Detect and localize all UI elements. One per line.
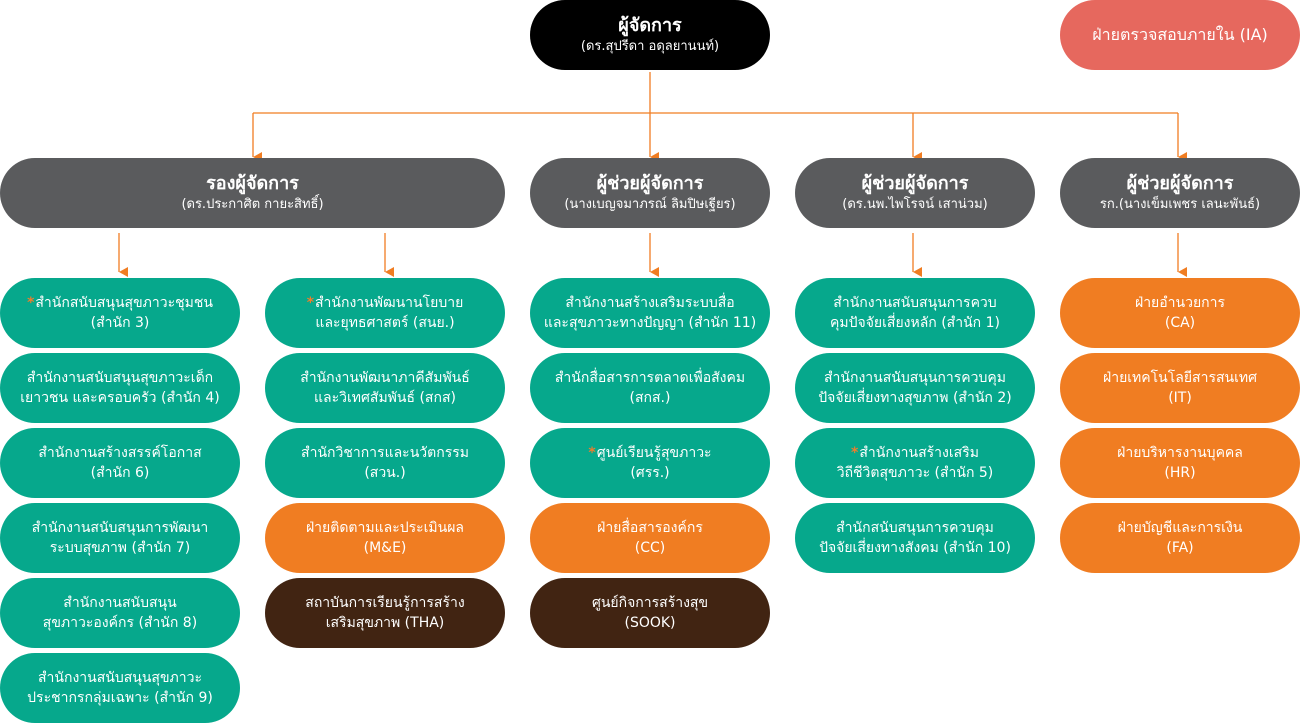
unit-label-line1: สำนักงานสนับสนุนสุขภาวะเด็ก — [26, 370, 214, 386]
assistant-manager-2-name: (ดร.นพ.ไพโรจน์ เสาน่วม) — [842, 197, 988, 212]
unit-col1-2[interactable]: สำนักงานสนับสนุนสุขภาวะเด็ก เยาวชน และคร… — [0, 353, 240, 423]
unit-label-line2: (ศรร.) — [630, 465, 670, 481]
unit-label-line1: ฝ่ายอำนวยการ — [1134, 295, 1226, 311]
unit-label-line2: วิถีชีวิตสุขภาวะ (สำนัก 5) — [836, 465, 994, 481]
unit-label-line2: และยุทธศาสตร์ (สนย.) — [315, 315, 455, 331]
unit-label-line2: ปัจจัยเสี่ยงทางสังคม (สำนัก 10) — [819, 540, 1011, 556]
unit-label-line2: (สกส.) — [629, 390, 671, 406]
unit-col3-1[interactable]: สำนักงานสร้างเสริมระบบสื่อ และสุขภาวะทาง… — [530, 278, 770, 348]
unit-col2-5[interactable]: สถาบันการเรียนรู้การสร้าง เสริมสุขภาพ (T… — [265, 578, 505, 648]
unit-col2-1[interactable]: *สำนักงานพัฒนานโยบาย และยุทธศาสตร์ (สนย.… — [265, 278, 505, 348]
unit-col5-2[interactable]: ฝ่ายเทคโนโลยีสารสนเทศ (IT) — [1060, 353, 1300, 423]
unit-label-line1: สำนักงานพัฒนานโยบาย — [315, 295, 464, 311]
unit-label-line2: (สำนัก 3) — [90, 315, 150, 331]
unit-col1-6[interactable]: สำนักงานสนับสนุนสุขภาวะ ประชากรกลุ่มเฉพา… — [0, 653, 240, 723]
unit-label-line1: สำนักสื่อสารการตลาดเพื่อสังคม — [554, 370, 746, 386]
assistant-manager-3-title: ผู้ช่วยผู้จัดการ — [1126, 173, 1234, 194]
assistant-manager-1-name: (นางเบญจมาภรณ์ ลิมปิษเฐียร) — [564, 197, 736, 212]
unit-label-line1: สำนักวิชาการและนวัตกรรม — [301, 445, 469, 461]
unit-label-line2: (สวน.) — [364, 465, 406, 481]
unit-col3-4[interactable]: ฝ่ายสื่อสารองค์กร (CC) — [530, 503, 770, 573]
unit-label-line1: สำนักงานสนับสนุนการพัฒนา — [31, 520, 209, 536]
unit-label-line1: สำนักงานสนับสนุนการควบ — [833, 295, 997, 311]
unit-label-line2: (SOOK) — [624, 615, 676, 631]
unit-label-line2: ระบบสุขภาพ (สำนัก 7) — [49, 540, 191, 556]
assistant-manager-1-title: ผู้ช่วยผู้จัดการ — [596, 173, 704, 194]
unit-col4-2[interactable]: สำนักงานสนับสนุนการควบคุม ปัจจัยเสี่ยงทา… — [795, 353, 1035, 423]
unit-label-line2: สุขภาวะองค์กร (สำนัก 8) — [42, 615, 198, 631]
manager-box[interactable]: ผู้จัดการ (ดร.สุปรีดา อดุลยานนท์) — [530, 0, 770, 70]
unit-label-line2: (สำนัก 6) — [90, 465, 150, 481]
unit-label-line1: ฝ่ายบริหารงานบุคคล — [1117, 445, 1243, 461]
unit-label-line1: สำนักงานสนับสนุนการควบคุม — [824, 370, 1006, 386]
unit-col5-1[interactable]: ฝ่ายอำนวยการ (CA) — [1060, 278, 1300, 348]
unit-col1-1[interactable]: *สำนักสนับสนุนสุขภาวะชุมชน (สำนัก 3) — [0, 278, 240, 348]
unit-label-line2: (FA) — [1166, 540, 1194, 556]
unit-col5-4[interactable]: ฝ่ายบัญชีและการเงิน (FA) — [1060, 503, 1300, 573]
priority-star-icon: * — [851, 445, 859, 461]
internal-audit-label: ฝ่ายตรวจสอบภายใน (IA) — [1092, 25, 1268, 44]
unit-label-line2: (CA) — [1164, 315, 1196, 331]
unit-col4-1[interactable]: สำนักงานสนับสนุนการควบ คุมปัจจัยเสี่ยงหล… — [795, 278, 1035, 348]
unit-label-line2: (M&E) — [363, 540, 407, 556]
unit-label-line1: ฝ่ายสื่อสารองค์กร — [597, 520, 703, 536]
unit-label-line1: สำนักงานสนับสนุนสุขภาวะ — [38, 670, 202, 686]
internal-audit-box[interactable]: ฝ่ายตรวจสอบภายใน (IA) — [1060, 0, 1300, 70]
unit-label-line2: คุมปัจจัยเสี่ยงหลัก (สำนัก 1) — [830, 315, 1000, 331]
unit-label-line1: สถาบันการเรียนรู้การสร้าง — [305, 595, 465, 611]
deputy-manager-name: (ดร.ประกาศิต กายะสิทธิ์) — [181, 197, 324, 212]
unit-label-line1: สำนักงานพัฒนาภาคีสัมพันธ์ — [300, 370, 470, 386]
unit-label-line1: ฝ่ายบัญชีและการเงิน — [1117, 520, 1243, 536]
unit-col4-3[interactable]: *สำนักงานสร้างเสริม วิถีชีวิตสุขภาวะ (สำ… — [795, 428, 1035, 498]
deputy-manager-title: รองผู้จัดการ — [206, 173, 299, 194]
unit-label-line1: สำนักสนับสนุนสุขภาวะชุมชน — [35, 295, 213, 311]
unit-col1-3[interactable]: สำนักงานสร้างสรรค์โอกาส (สำนัก 6) — [0, 428, 240, 498]
unit-label-line2: และวิเทศสัมพันธ์ (สกส) — [314, 390, 456, 406]
unit-label-line1: สำนักงานสร้างเสริม — [859, 445, 979, 461]
unit-label-line1: ศูนย์กิจการสร้างสุข — [591, 595, 709, 611]
unit-col2-2[interactable]: สำนักงานพัฒนาภาคีสัมพันธ์ และวิเทศสัมพัน… — [265, 353, 505, 423]
unit-label-line2: (HR) — [1164, 465, 1196, 481]
unit-label-line2: (IT) — [1168, 390, 1192, 406]
priority-star-icon: * — [27, 295, 35, 311]
unit-col1-5[interactable]: สำนักงานสนับสนุน สุขภาวะองค์กร (สำนัก 8) — [0, 578, 240, 648]
unit-label-line2: เยาวชน และครอบครัว (สำนัก 4) — [20, 390, 220, 406]
unit-label-line1: ศูนย์เรียนรู้สุขภาวะ — [596, 445, 712, 461]
unit-label-line2: (CC) — [634, 540, 666, 556]
unit-label-line1: สำนักสนับสนุนการควบคุม — [836, 520, 994, 536]
unit-col4-4[interactable]: สำนักสนับสนุนการควบคุม ปัจจัยเสี่ยงทางสั… — [795, 503, 1035, 573]
deputy-manager-box[interactable]: รองผู้จัดการ (ดร.ประกาศิต กายะสิทธิ์) — [0, 158, 505, 228]
unit-label-line1: สำนักงานสร้างเสริมระบบสื่อ — [565, 295, 735, 311]
unit-label-line1: ฝ่ายติดตามและประเมินผล — [305, 520, 465, 536]
unit-label-line2: ปัจจัยเสี่ยงทางสุขภาพ (สำนัก 2) — [818, 390, 1012, 406]
unit-col5-3[interactable]: ฝ่ายบริหารงานบุคคล (HR) — [1060, 428, 1300, 498]
unit-label-line1: สำนักงานสนับสนุน — [63, 595, 177, 611]
unit-label-line2: ประชากรกลุ่มเฉพาะ (สำนัก 9) — [27, 690, 213, 706]
unit-col2-3[interactable]: สำนักวิชาการและนวัตกรรม (สวน.) — [265, 428, 505, 498]
unit-col2-4[interactable]: ฝ่ายติดตามและประเมินผล (M&E) — [265, 503, 505, 573]
unit-col3-3[interactable]: *ศูนย์เรียนรู้สุขภาวะ (ศรร.) — [530, 428, 770, 498]
unit-col3-2[interactable]: สำนักสื่อสารการตลาดเพื่อสังคม (สกส.) — [530, 353, 770, 423]
priority-star-icon: * — [306, 295, 315, 311]
manager-name: (ดร.สุปรีดา อดุลยานนท์) — [580, 39, 720, 54]
priority-star-icon: * — [588, 445, 596, 461]
unit-label-line1: ฝ่ายเทคโนโลยีสารสนเทศ — [1103, 370, 1257, 386]
assistant-manager-1-box[interactable]: ผู้ช่วยผู้จัดการ (นางเบญจมาภรณ์ ลิมปิษเฐ… — [530, 158, 770, 228]
assistant-manager-2-title: ผู้ช่วยผู้จัดการ — [861, 173, 969, 194]
unit-label-line2: และสุขภาวะทางปัญญา (สำนัก 11) — [543, 315, 757, 331]
assistant-manager-3-box[interactable]: ผู้ช่วยผู้จัดการ รก.(นางเข็มเพชร เลนะพัน… — [1060, 158, 1300, 228]
unit-label-line1: สำนักงานสร้างสรรค์โอกาส — [38, 445, 202, 461]
manager-title: ผู้จัดการ — [618, 15, 682, 36]
unit-col1-4[interactable]: สำนักงานสนับสนุนการพัฒนา ระบบสุขภาพ (สำน… — [0, 503, 240, 573]
assistant-manager-3-name: รก.(นางเข็มเพชร เลนะพันธ์) — [1099, 197, 1261, 212]
unit-label-line2: เสริมสุขภาพ (THA) — [325, 615, 445, 631]
unit-col3-5[interactable]: ศูนย์กิจการสร้างสุข (SOOK) — [530, 578, 770, 648]
assistant-manager-2-box[interactable]: ผู้ช่วยผู้จัดการ (ดร.นพ.ไพโรจน์ เสาน่วม) — [795, 158, 1035, 228]
